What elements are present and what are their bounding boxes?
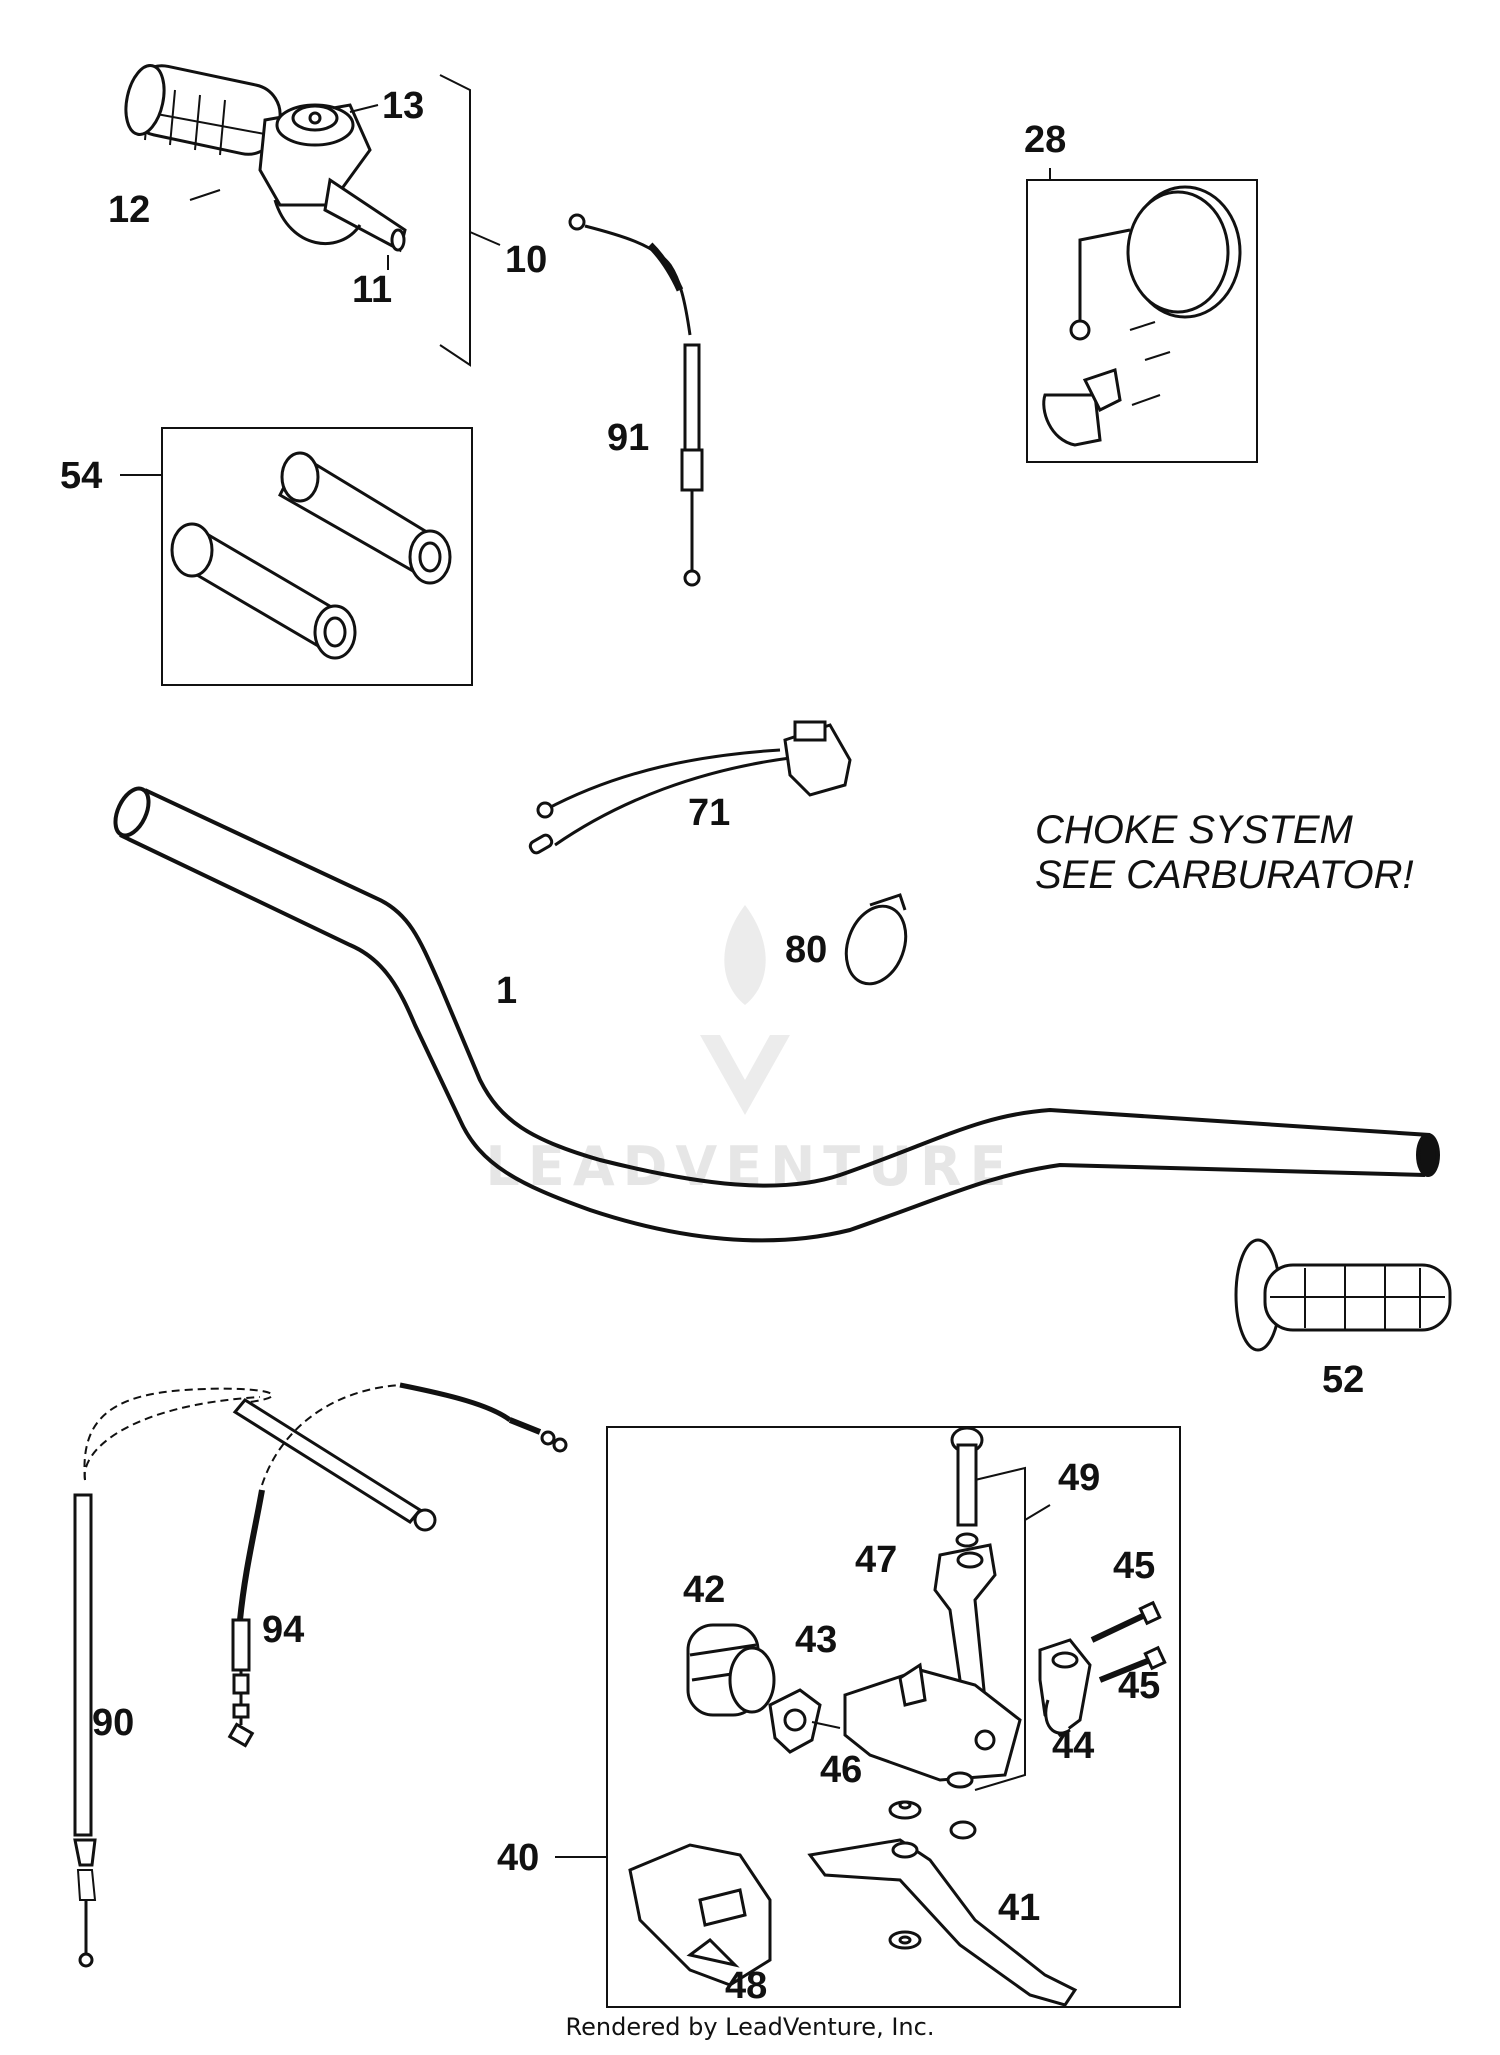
callout-90: 90 [92, 1702, 134, 1744]
handlebar [113, 786, 1440, 1243]
callout-40: 40 [497, 1837, 539, 1879]
callout-91: 91 [607, 417, 649, 459]
right-grip [1234, 1238, 1452, 1352]
callout-80: 80 [785, 929, 827, 971]
callout-12: 12 [108, 189, 150, 231]
callout-94: 94 [262, 1609, 304, 1651]
choke-note: CHOKE SYSTEM SEE CARBURATOR! [1035, 808, 1414, 897]
callout-48: 48 [725, 1965, 767, 2007]
callout-28: 28 [1024, 119, 1066, 161]
callout-13: 13 [382, 85, 424, 127]
callout-bracket-10 [439, 74, 471, 367]
callout-47: 47 [855, 1539, 897, 1581]
callout-54: 54 [60, 455, 102, 497]
watermark-text: LEADVENTURE [486, 1135, 1015, 1198]
callout-11: 11 [352, 269, 392, 311]
note-line-1: CHOKE SYSTEM [1035, 808, 1354, 852]
callout-46: 46 [820, 1749, 862, 1791]
note-line-2: SEE CARBURATOR! [1035, 853, 1414, 897]
callout-52: 52 [1322, 1359, 1364, 1401]
leadventure-watermark: LEADVENTURE [486, 905, 1015, 1198]
callout-10: 10 [505, 239, 547, 281]
kill-switch [528, 720, 852, 855]
callout-41: 41 [998, 1887, 1040, 1929]
credit-text: Rendered by LeadVenture, Inc. [565, 2013, 935, 2041]
callout-71: 71 [688, 792, 730, 834]
cable-tie [844, 893, 908, 986]
callout-44: 44 [1052, 1725, 1094, 1767]
callout-45-bottom: 45 [1118, 1665, 1160, 1707]
callout-43: 43 [795, 1619, 837, 1661]
callout-49: 49 [1058, 1457, 1100, 1499]
callout-labels: 13 12 11 10 91 28 54 71 80 1 52 49 47 45… [60, 85, 1364, 2007]
throttle-assembly [124, 64, 407, 253]
clutch-lever-assembly [555, 1426, 1181, 2008]
grip-set [120, 427, 473, 686]
throttle-cable [568, 213, 704, 587]
clutch-cables [73, 1382, 568, 1968]
callout-45-top: 45 [1113, 1545, 1155, 1587]
callout-42: 42 [683, 1569, 725, 1611]
callout-1: 1 [496, 970, 517, 1012]
mirror-kit [1026, 168, 1258, 463]
